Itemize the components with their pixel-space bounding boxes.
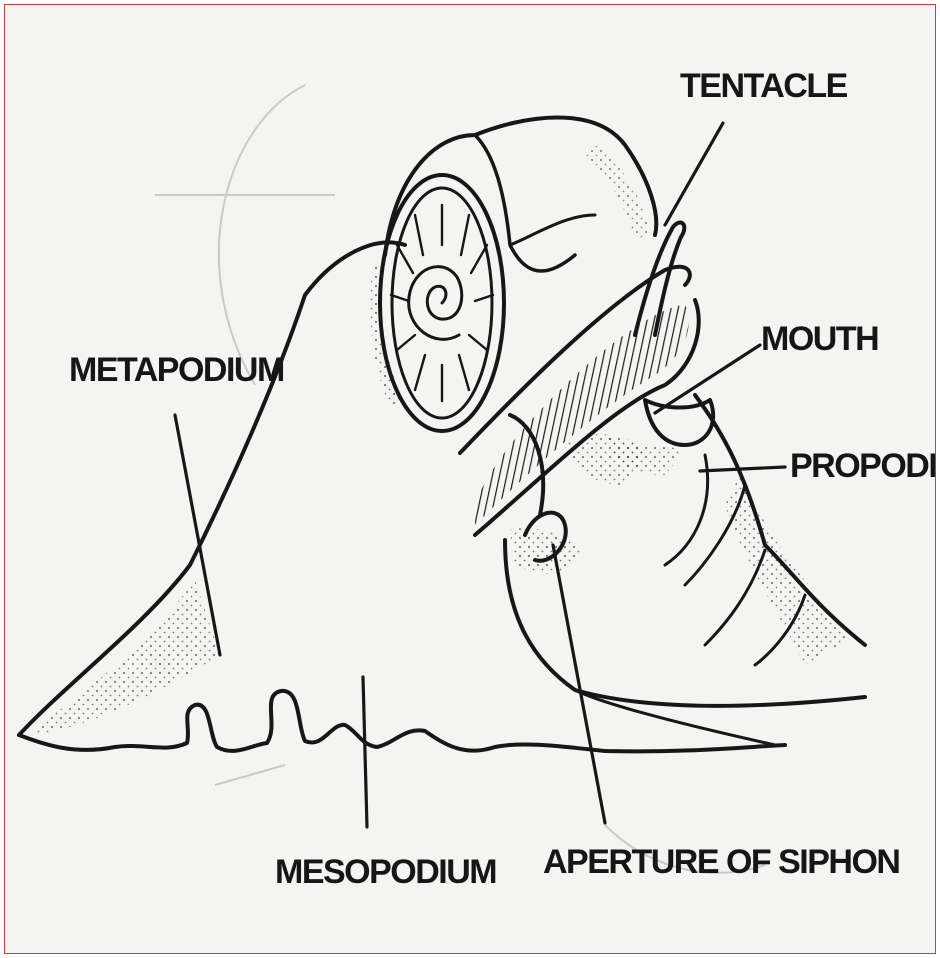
- label-propodium: PROPODIUM: [790, 447, 935, 485]
- label-mesopodium: MESOPODIUM: [275, 853, 496, 891]
- label-mouth: MOUTH: [761, 320, 878, 358]
- label-metapodium: METAPODIUM: [69, 351, 284, 389]
- snail-diagram: TENTACLE MOUTH PROPODIUM METAPODIUM MESO…: [5, 5, 935, 953]
- head-region: [460, 222, 713, 573]
- diagram-frame: TENTACLE MOUTH PROPODIUM METAPODIUM MESO…: [4, 4, 936, 954]
- ghost-bleed-through: [155, 85, 765, 873]
- label-aperture-of-siphon: APERTURE OF SIPHON: [543, 843, 899, 881]
- label-tentacle: TENTACLE: [680, 67, 848, 105]
